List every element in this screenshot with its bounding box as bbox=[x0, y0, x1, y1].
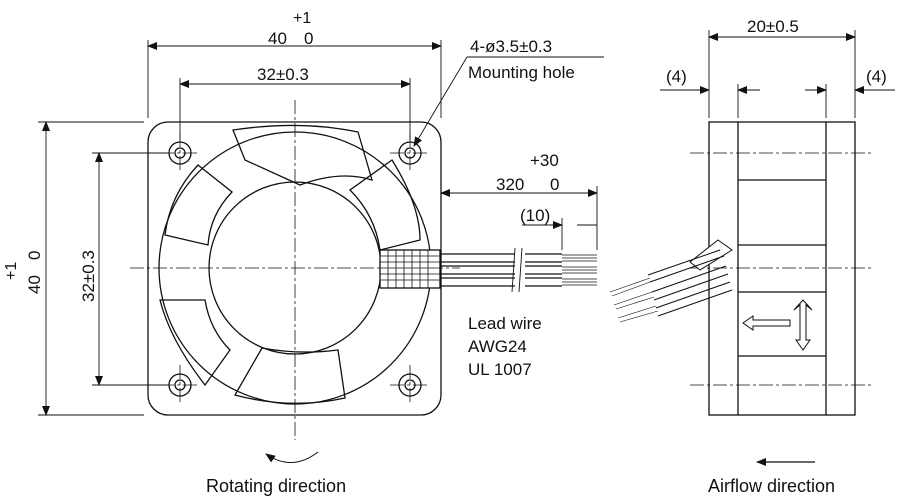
height-nominal: 40 bbox=[25, 275, 44, 294]
mounting-hole-label: Mounting hole bbox=[468, 63, 575, 82]
strip-length-label: (10) bbox=[520, 206, 550, 225]
mounting-hole-spec: 4-ø3.5±0.3 bbox=[470, 37, 552, 56]
fan-blades bbox=[159, 124, 421, 404]
lead-length-nominal: 320 bbox=[496, 175, 524, 194]
dim-lead-length bbox=[440, 186, 598, 250]
side-view bbox=[609, 30, 895, 466]
lead-wire-line-1: Lead wire bbox=[468, 314, 542, 333]
depth-label: 20±0.5 bbox=[747, 17, 799, 36]
mounting-hole-leader bbox=[413, 56, 604, 147]
height-tol-lower: 0 bbox=[25, 251, 44, 260]
lead-wire-line-3: UL 1007 bbox=[468, 360, 532, 379]
fan-frame bbox=[147, 121, 442, 416]
rotating-direction-label: Rotating direction bbox=[206, 476, 346, 496]
side-lead-wires bbox=[609, 239, 733, 323]
flange-right-label: (4) bbox=[866, 67, 887, 86]
airflow-direction-label: Airflow direction bbox=[708, 476, 835, 496]
dim-flange-right bbox=[805, 84, 895, 118]
hole-pitch-label: 32±0.3 bbox=[257, 65, 309, 84]
height-tol-upper: +1 bbox=[3, 262, 20, 280]
dim-strip-length bbox=[522, 218, 597, 250]
width-tol-lower: 0 bbox=[304, 29, 313, 48]
lead-wire-bundle bbox=[379, 247, 597, 293]
width-nominal: 40 bbox=[268, 29, 287, 48]
dim-depth bbox=[708, 30, 856, 118]
width-tol-upper: +1 bbox=[293, 10, 311, 27]
side-body bbox=[708, 121, 856, 416]
dim-hole-pitch bbox=[179, 78, 411, 140]
hole-pitch-vertical-label: 32±0.3 bbox=[79, 250, 98, 302]
flange-left-label: (4) bbox=[666, 67, 687, 86]
lead-length-tol-upper: +30 bbox=[530, 151, 559, 170]
airflow-label-arrows bbox=[742, 299, 813, 351]
front-view bbox=[38, 40, 604, 463]
rotation-arrow bbox=[265, 451, 319, 463]
lead-wire-line-2: AWG24 bbox=[468, 337, 527, 356]
dim-flange-left bbox=[660, 84, 760, 118]
dim-overall-height bbox=[38, 121, 144, 416]
lead-length-tol-lower: 0 bbox=[550, 175, 559, 194]
dim-hole-pitch-vertical bbox=[92, 152, 168, 386]
dim-overall-width bbox=[147, 40, 442, 118]
